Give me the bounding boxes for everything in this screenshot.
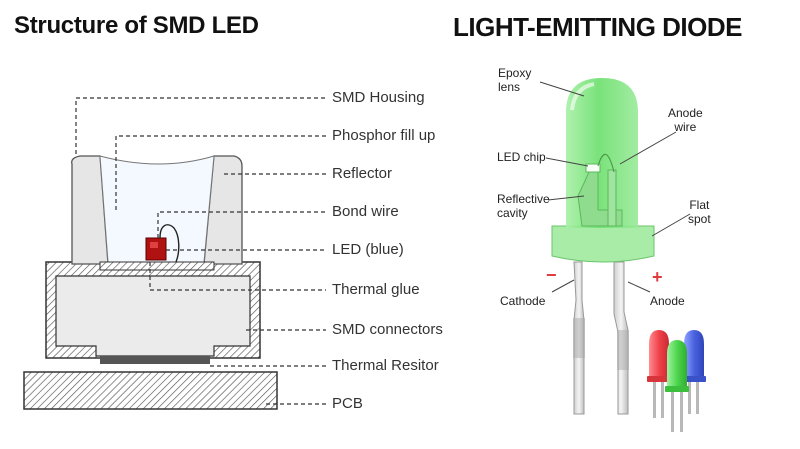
- cathode-minus-sign: −: [546, 265, 557, 285]
- label-thermal-glue: Thermal glue: [332, 281, 420, 298]
- led-leader-lines: [539, 81, 691, 293]
- led-chip-die: [585, 163, 601, 173]
- red-led: [649, 330, 669, 380]
- label-anode-wire: Anode wire: [668, 106, 703, 134]
- reflector-right: [203, 155, 243, 265]
- label-epoxy-lens: Epoxy lens: [498, 66, 532, 94]
- phosphor-fill: [99, 155, 215, 263]
- anode-wire-line: [597, 153, 615, 173]
- label-phosphor-fill: Phosphor fill up: [332, 127, 436, 144]
- led-die: [145, 237, 167, 261]
- label-smd-connectors: SMD connectors: [332, 321, 443, 338]
- blue-led: [684, 330, 704, 380]
- anode-plus-sign: +: [652, 267, 663, 287]
- led-rim: [551, 225, 655, 263]
- label-led-blue: LED (blue): [332, 241, 404, 258]
- bond-wire: [159, 224, 180, 263]
- label-smd-housing: SMD Housing: [332, 89, 425, 106]
- smd-diagram: [23, 97, 326, 410]
- led-dome: [566, 78, 638, 228]
- led-title: LIGHT-EMITTING DIODE: [453, 12, 743, 42]
- green-led: [667, 340, 687, 390]
- label-pcb: PCB: [332, 395, 363, 412]
- smd-title: Structure of SMD LED: [14, 12, 259, 39]
- label-cathode: Cathode: [500, 294, 546, 308]
- label-anode: Anode: [650, 294, 685, 308]
- pcb-board: [23, 371, 278, 410]
- label-reflective-cavity: Reflective cavity: [497, 192, 550, 220]
- label-thermal-resistor: Thermal Resitor: [332, 357, 439, 374]
- smd-inner-body: [55, 275, 251, 357]
- label-reflector: Reflector: [332, 165, 393, 182]
- label-bond-wire: Bond wire: [332, 203, 399, 220]
- rgb-leds: [647, 330, 706, 432]
- thermal-resistor: [100, 356, 210, 364]
- label-flat-spot: Flat spot: [688, 198, 711, 226]
- thermal-glue-strip: [99, 261, 215, 271]
- led-post: [607, 169, 617, 227]
- smd-leader-lines: [75, 97, 326, 405]
- label-led-chip: LED chip: [497, 150, 546, 164]
- led-diagram: [539, 78, 706, 432]
